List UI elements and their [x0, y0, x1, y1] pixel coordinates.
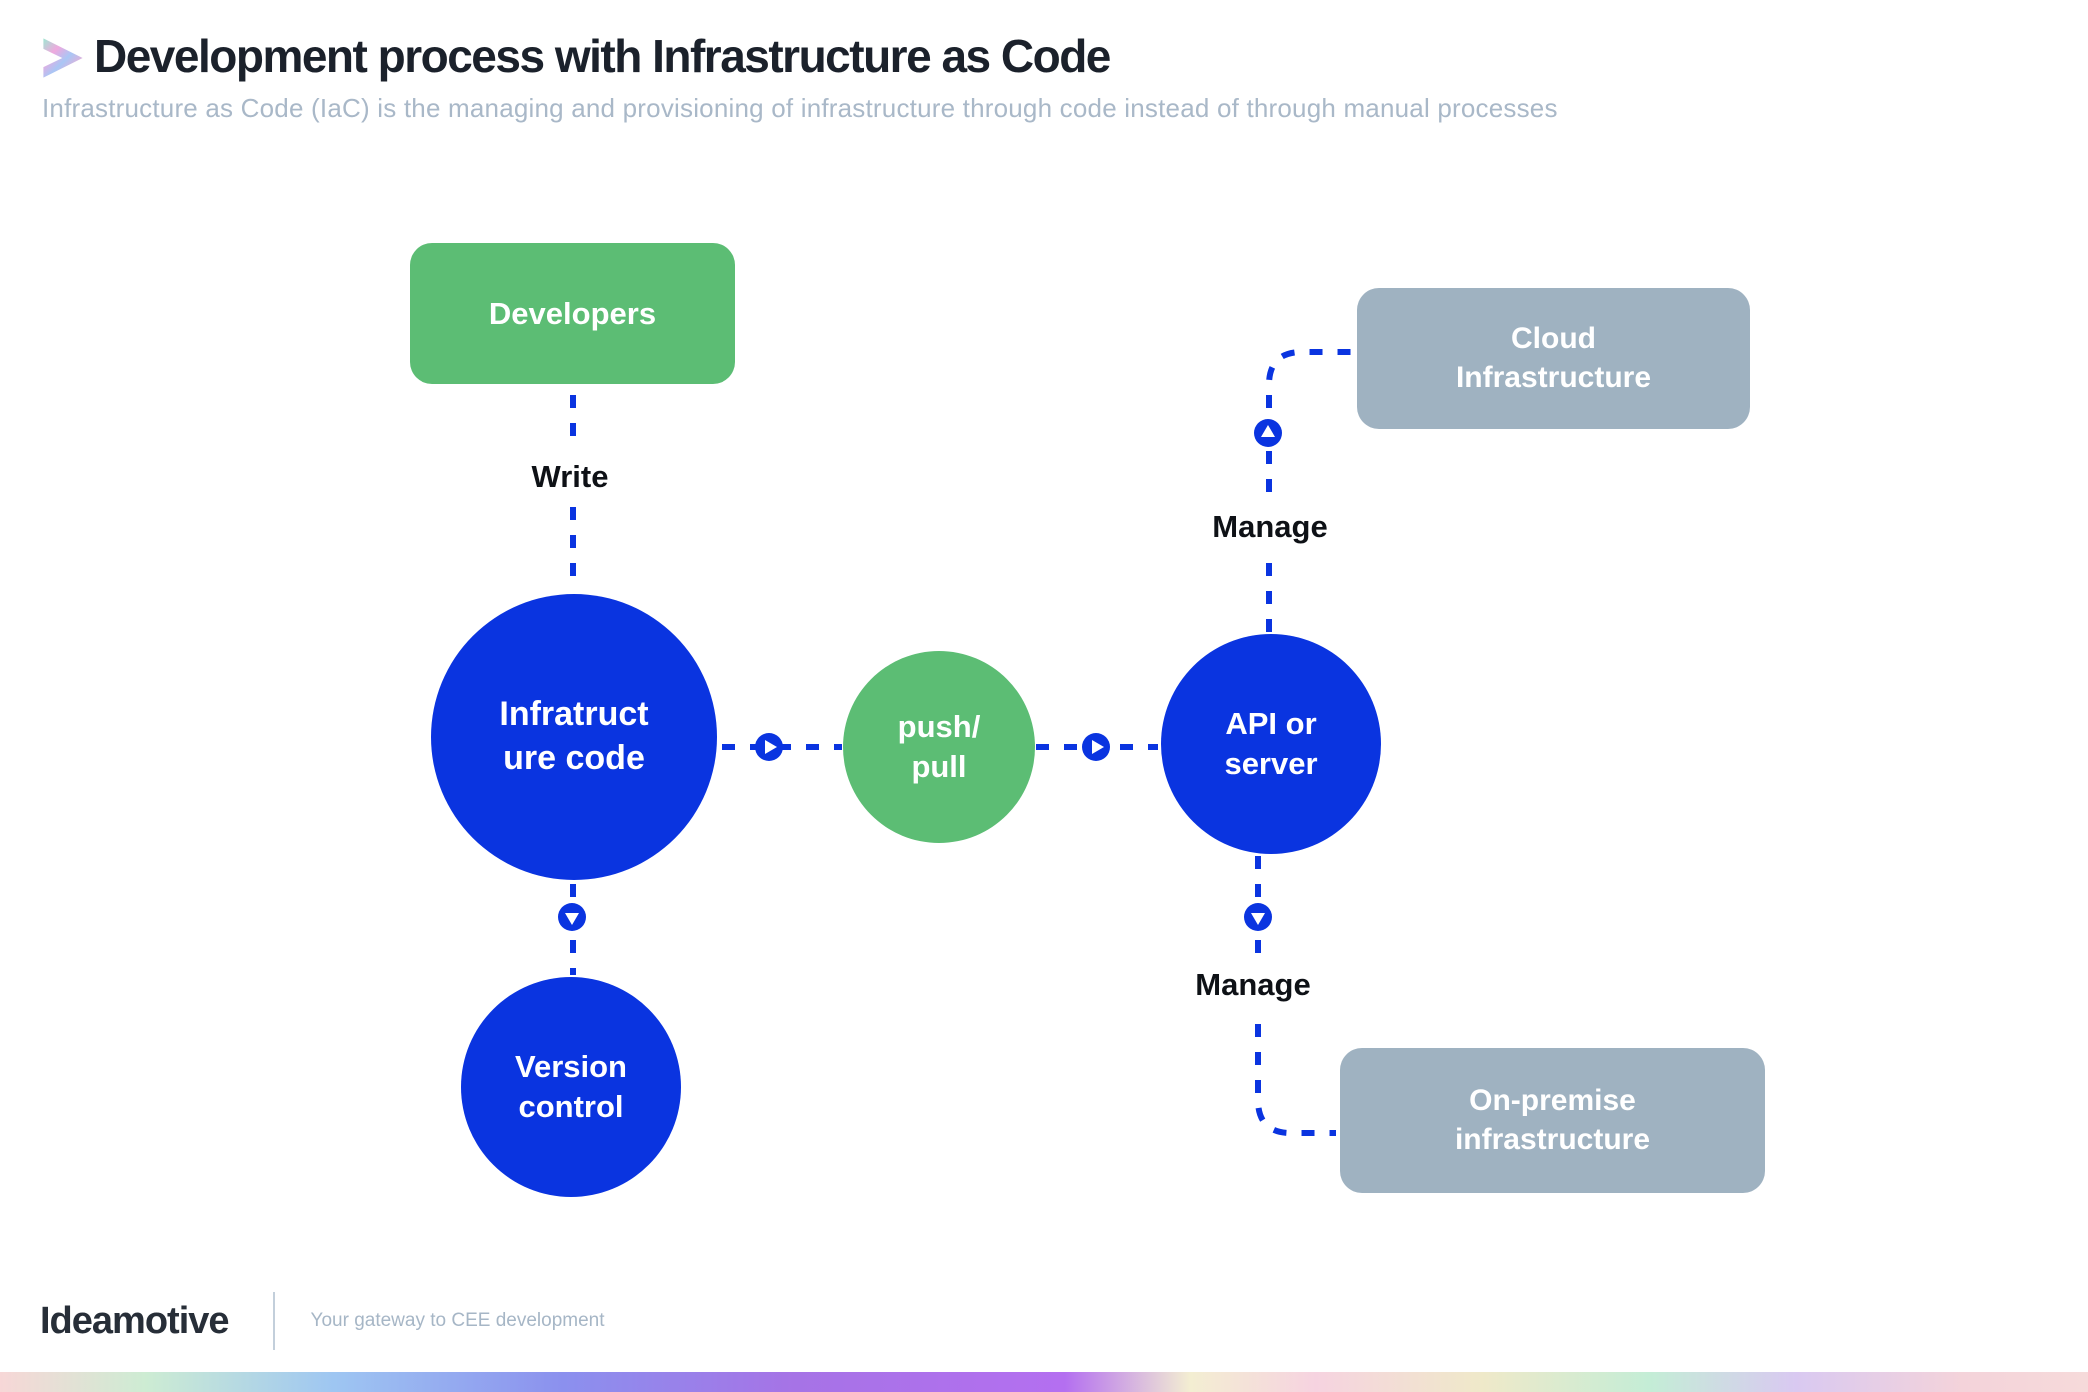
- node-label-line: Version: [515, 1049, 627, 1085]
- footer-tagline: Your gateway to CEE development: [310, 1310, 605, 1331]
- node-push-pull: push/ pull: [843, 651, 1035, 843]
- node-label-line: Infratruct: [499, 695, 649, 734]
- arrow-right-icon: [1082, 733, 1110, 761]
- page-title: Development process with Infrastructure …: [94, 30, 1111, 82]
- node-infrastructure-code: Infratruct ure code: [431, 594, 717, 880]
- edge-label-manage-bottom: Manage: [1183, 959, 1323, 1011]
- edge-label-write: Write: [519, 451, 621, 503]
- footer: Ideamotive Your gateway to CEE developme…: [40, 1292, 605, 1350]
- node-label-line: server: [1224, 746, 1318, 781]
- arrow-down-icon: [1244, 903, 1272, 931]
- node-label-line: Infrastructure: [1455, 360, 1652, 394]
- node-label-line: control: [518, 1089, 624, 1124]
- footer-divider: [272, 1292, 275, 1350]
- holographic-bottom-bar: [0, 1372, 2088, 1392]
- page-subtitle: Infrastructure as Code (IaC) is the mana…: [42, 92, 1558, 123]
- node-label-line: On-premise: [1469, 1084, 1636, 1118]
- node-api-or-server: API or server: [1161, 634, 1381, 854]
- arrow-markers: [558, 419, 1282, 931]
- node-label: Developers: [488, 295, 657, 331]
- arrow-right-icon: [755, 733, 783, 761]
- chevron-right-holographic-icon: [43, 38, 83, 79]
- node-on-premise-infrastructure: On-premise infrastructure: [1340, 1048, 1765, 1193]
- node-label-line: Cloud: [1511, 322, 1596, 356]
- edge-api-to-cloud: [1266, 349, 1355, 632]
- node-label-line: API or: [1225, 706, 1317, 742]
- header: Development process with Infrastructure …: [40, 30, 1558, 124]
- node-cloud-infrastructure: Cloud Infrastructure: [1357, 288, 1750, 429]
- node-developers: Developers: [410, 243, 735, 384]
- arrow-down-icon: [558, 903, 586, 931]
- node-label-line: pull: [911, 749, 967, 784]
- node-version-control: Version control: [461, 977, 681, 1197]
- node-label-line: infrastructure: [1454, 1122, 1651, 1156]
- node-label-line: ure code: [503, 739, 645, 777]
- node-label-line: push/: [897, 709, 981, 745]
- arrow-up-icon: [1254, 419, 1282, 447]
- edge-label-manage-top: Manage: [1200, 501, 1340, 553]
- ideamotive-logo: Ideamotive: [40, 1299, 230, 1342]
